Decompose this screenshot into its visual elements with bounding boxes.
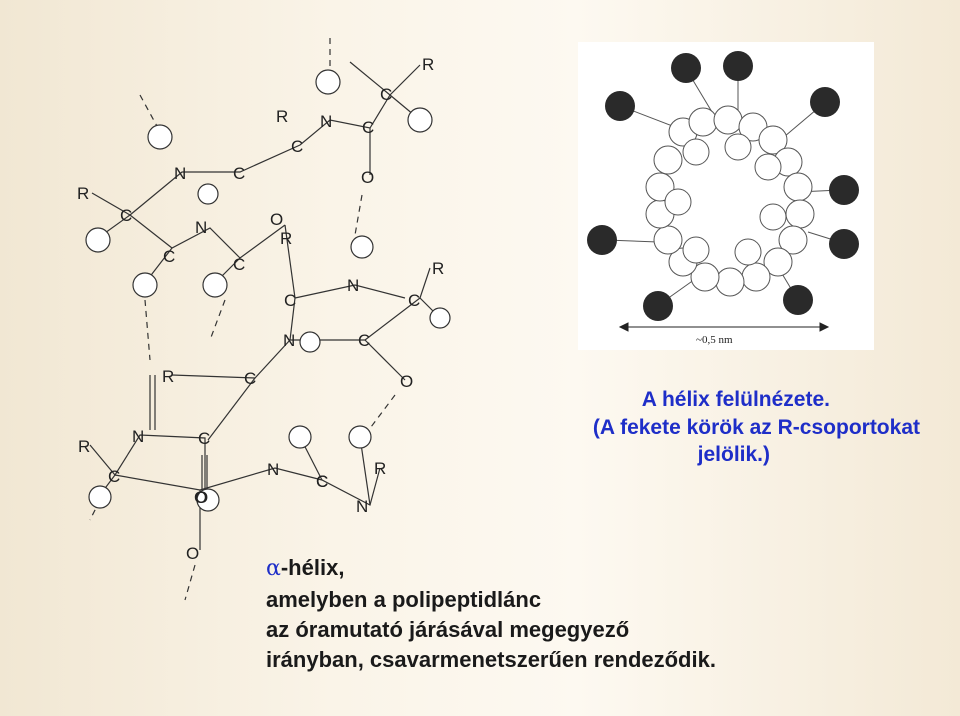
helix-description-line1: amelyben a polipeptidlánc (266, 587, 542, 612)
helix-title-text: -hélix, (280, 555, 345, 580)
atom-label: R (276, 107, 288, 126)
atom-label: R (432, 259, 444, 278)
atom-label: N (283, 331, 295, 350)
top-view-caption-line1: A hélix felülnézete. (641, 388, 830, 411)
atom-label: C (380, 85, 392, 104)
atom-label: O (195, 488, 208, 507)
atom-label: R (162, 367, 174, 386)
atom-label: N (132, 427, 144, 446)
atom-label: R (280, 229, 292, 248)
atom-label: O (361, 168, 374, 187)
atom-label: O (194, 488, 207, 507)
helix-top-view-panel: ~0,5 nm (578, 42, 874, 350)
alpha-symbol: α (266, 556, 281, 581)
helix-description-line2: az óramutató járásával megegyező (266, 617, 630, 642)
atom-label: C (316, 472, 328, 491)
top-view-caption-line2: (A fekete körök az R-csoportokat (592, 416, 920, 439)
atom-label: C (291, 137, 303, 156)
top-view-caption-line3: jelölik.) (697, 443, 770, 466)
atom-label: C (362, 118, 374, 137)
atom-label: N (267, 460, 279, 479)
atom-label: C (233, 255, 245, 274)
atom-label: N (195, 218, 207, 237)
atom-label: C (244, 369, 256, 388)
alpha-helix-diagram: R N C C N R C N C O R C C O C C R N C R … (77, 38, 451, 601)
atom-label: R (422, 55, 434, 74)
helix-atom-labels: R N C C N R C N C O R C C O C C R N C R … (77, 55, 444, 563)
atom-label: R (77, 184, 89, 203)
atom-label: C (408, 291, 420, 310)
atom-label: O (186, 544, 199, 563)
atom-label: N (347, 276, 359, 295)
atom-label: N (356, 497, 368, 516)
helix-description-line3: irányban, csavarmenetszerűen rendeződik. (266, 647, 716, 672)
helix-top-view-diagram (587, 51, 859, 332)
atom-label: N (174, 164, 186, 183)
atom-label: C (198, 429, 210, 448)
atom-label: N (320, 112, 332, 131)
atom-label: C (284, 291, 296, 310)
atom-label: C (358, 331, 370, 350)
atom-label: R (78, 437, 90, 456)
atom-label: R (374, 459, 386, 478)
atom-label: C (316, 472, 328, 491)
atom-label: C (108, 467, 120, 486)
atom-label: O (270, 210, 283, 229)
atom-label: C (233, 164, 245, 183)
atom-label: C (163, 247, 175, 266)
scale-label: ~0,5 nm (696, 334, 733, 346)
atom-label: O (400, 372, 413, 391)
atom-label: C (120, 206, 132, 225)
helix-title: α-hélix, (266, 554, 344, 583)
